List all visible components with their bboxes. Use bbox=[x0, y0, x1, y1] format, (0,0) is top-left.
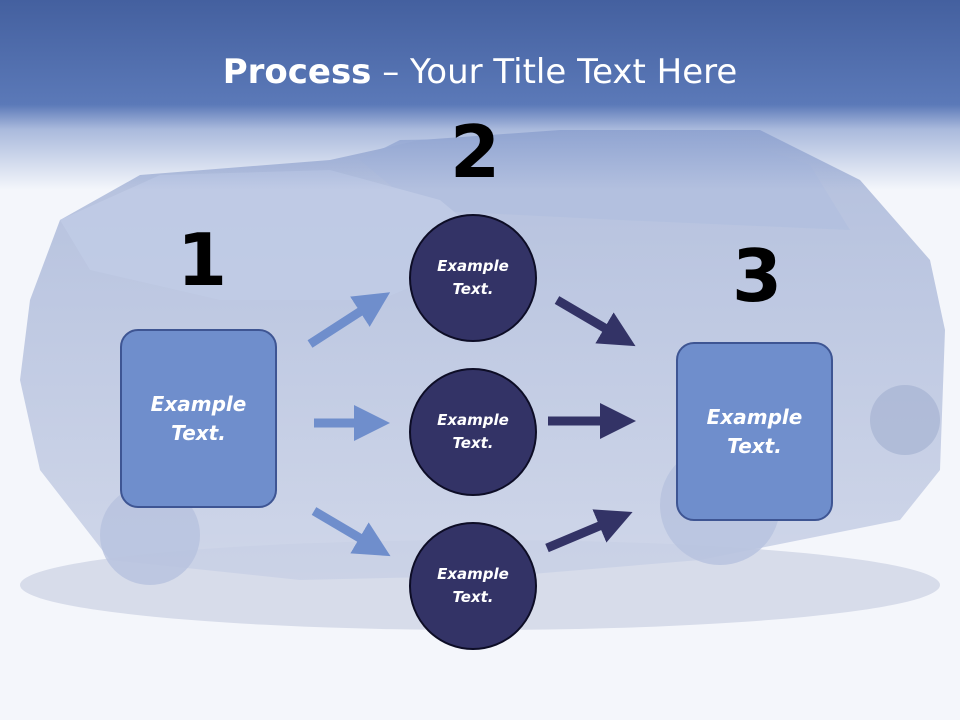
circle-bottom: Example Text. bbox=[409, 522, 537, 650]
title-rest: – Your Title Text Here bbox=[371, 52, 738, 92]
right-box-text: Example Text. bbox=[706, 404, 803, 458]
arrow-top-to-right bbox=[554, 296, 636, 347]
circle-bottom-text: Example Text. bbox=[437, 564, 509, 606]
left-box: Example Text. bbox=[120, 329, 277, 508]
step-number-2: 2 bbox=[450, 110, 501, 194]
step-number-1: 1 bbox=[177, 218, 228, 302]
circle-middle: Example Text. bbox=[409, 368, 537, 496]
header-band bbox=[0, 0, 960, 190]
circle-middle-text: Example Text. bbox=[437, 410, 509, 452]
circle-top-text: Example Text. bbox=[437, 256, 509, 298]
slide-title: Process – Your Title Text Here bbox=[0, 52, 960, 92]
right-box: Example Text. bbox=[676, 342, 833, 521]
step-number-3: 3 bbox=[732, 234, 783, 318]
arrow-left-to-top bbox=[307, 292, 391, 348]
arrow-left-to-bottom bbox=[311, 507, 391, 557]
arrow-bottom-to-right bbox=[545, 509, 633, 553]
left-box-text: Example Text. bbox=[150, 391, 247, 445]
circle-top: Example Text. bbox=[409, 214, 537, 342]
title-bold: Process bbox=[222, 52, 372, 92]
